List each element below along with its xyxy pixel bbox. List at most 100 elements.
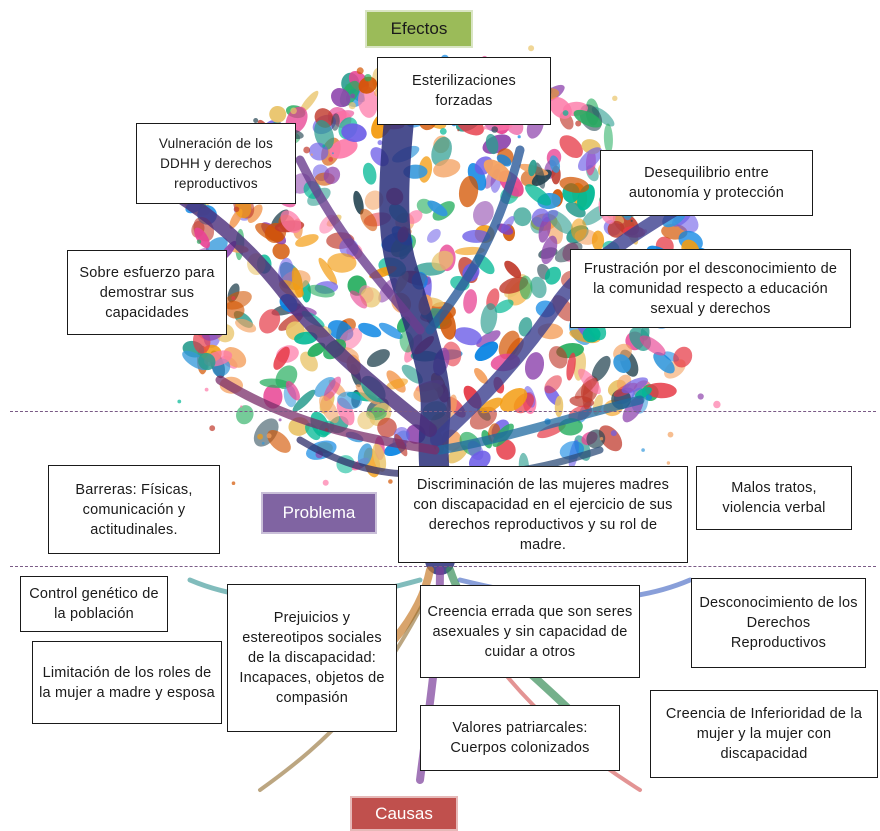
paint-dot	[209, 425, 216, 432]
leaf	[273, 346, 290, 370]
leaf	[549, 155, 561, 173]
leaf	[292, 389, 316, 412]
leaf	[474, 368, 488, 384]
cause-box-valores-patriarcales: Valores patriarcales: Cuerpos colonizado…	[420, 705, 620, 771]
leaf	[269, 105, 287, 123]
leaf	[573, 109, 602, 128]
leaf	[357, 411, 376, 430]
leaf	[357, 443, 373, 467]
paint-dot	[599, 437, 604, 441]
problem-box-barreras: Barreras: Físicas, comunicación y actitu…	[48, 465, 220, 554]
leaf	[285, 380, 300, 401]
leaf	[525, 184, 552, 206]
leaf	[541, 235, 558, 265]
leaf	[318, 257, 338, 285]
leaf	[358, 76, 378, 94]
leaf	[607, 220, 625, 238]
paint-dot	[350, 93, 356, 99]
leaf	[613, 354, 631, 373]
leaf	[341, 123, 367, 143]
leaf	[362, 162, 377, 185]
paint-dot	[177, 399, 182, 404]
leaf	[519, 275, 533, 300]
problem-box-discriminacion: Discriminación de las mujeres madres con…	[398, 466, 688, 563]
effect-box-desequilibrio: Desequilibrio entre autonomía y protecci…	[600, 150, 813, 216]
leaf	[586, 429, 606, 449]
leaf	[469, 406, 497, 430]
cause-box-creencia-errada: Creencia errada que son seres asexuales …	[420, 585, 640, 678]
leaf	[295, 234, 319, 247]
leaf	[559, 135, 583, 158]
leaf	[463, 289, 478, 314]
paint-dot	[641, 448, 645, 452]
paint-dot	[575, 120, 582, 127]
leaf	[236, 405, 254, 425]
paint-dot	[457, 129, 460, 132]
leaf	[570, 218, 587, 241]
paint-dot	[322, 479, 329, 486]
leaf	[554, 242, 583, 263]
leaf	[453, 327, 482, 346]
leaf	[574, 377, 598, 399]
leaf	[386, 378, 408, 390]
leaf	[431, 250, 454, 271]
paint-dot	[528, 45, 535, 52]
paint-dot	[348, 102, 356, 110]
paint-dot	[303, 146, 311, 154]
effects-problem-divider	[10, 411, 876, 412]
leaf	[329, 138, 358, 159]
leaf	[314, 120, 335, 150]
leaf	[194, 227, 210, 249]
paint-dot	[388, 479, 393, 484]
leaf	[406, 210, 423, 224]
leaf	[528, 159, 537, 177]
leaf	[530, 276, 547, 299]
paint-dot	[356, 67, 364, 75]
leaf	[544, 375, 562, 394]
cause-box-desconocimiento: Desconocimiento de los Derechos Reproduc…	[691, 578, 866, 668]
paint-dot	[322, 144, 326, 148]
leaf	[372, 443, 387, 472]
leaf	[653, 351, 675, 374]
problem-causes-divider	[10, 566, 876, 567]
paint-dot	[240, 405, 243, 408]
leaf	[299, 90, 319, 114]
leaf	[499, 388, 528, 412]
leaf	[591, 230, 605, 251]
paint-dot	[697, 393, 704, 400]
leaf	[541, 209, 559, 222]
leaf	[427, 228, 441, 243]
leaf	[259, 378, 290, 388]
paint-dot	[331, 152, 334, 155]
paint-dot	[645, 394, 653, 401]
leaf	[479, 397, 503, 414]
leaf	[673, 346, 693, 368]
leaf	[603, 123, 613, 154]
paint-dot	[231, 481, 236, 486]
leaf	[358, 322, 382, 338]
leaf	[582, 326, 601, 343]
leaf	[544, 266, 562, 285]
paint-dot	[257, 433, 263, 440]
leaf	[331, 88, 351, 108]
leaf	[458, 175, 479, 208]
leaf	[548, 346, 568, 369]
paint-dot	[261, 441, 265, 445]
leaf	[473, 201, 494, 226]
effect-box-sobre-esfuerzo: Sobre esfuerzo para demostrar sus capaci…	[67, 250, 227, 335]
leaf	[314, 376, 336, 398]
paint-dot	[290, 107, 297, 115]
cause-box-prejuicios: Prejuicios y estereotipos sociales de la…	[227, 584, 397, 732]
paint-dot	[491, 126, 499, 133]
paint-dot	[231, 296, 236, 301]
leaf	[494, 299, 514, 314]
leaf	[480, 303, 498, 335]
leaf	[280, 210, 302, 234]
leaf	[349, 290, 368, 309]
causas-label: Causas	[350, 796, 458, 831]
paint-dot	[666, 461, 671, 465]
leaf	[427, 200, 448, 217]
leaf	[223, 291, 252, 310]
paint-dot	[483, 127, 486, 130]
leaf	[474, 341, 499, 362]
